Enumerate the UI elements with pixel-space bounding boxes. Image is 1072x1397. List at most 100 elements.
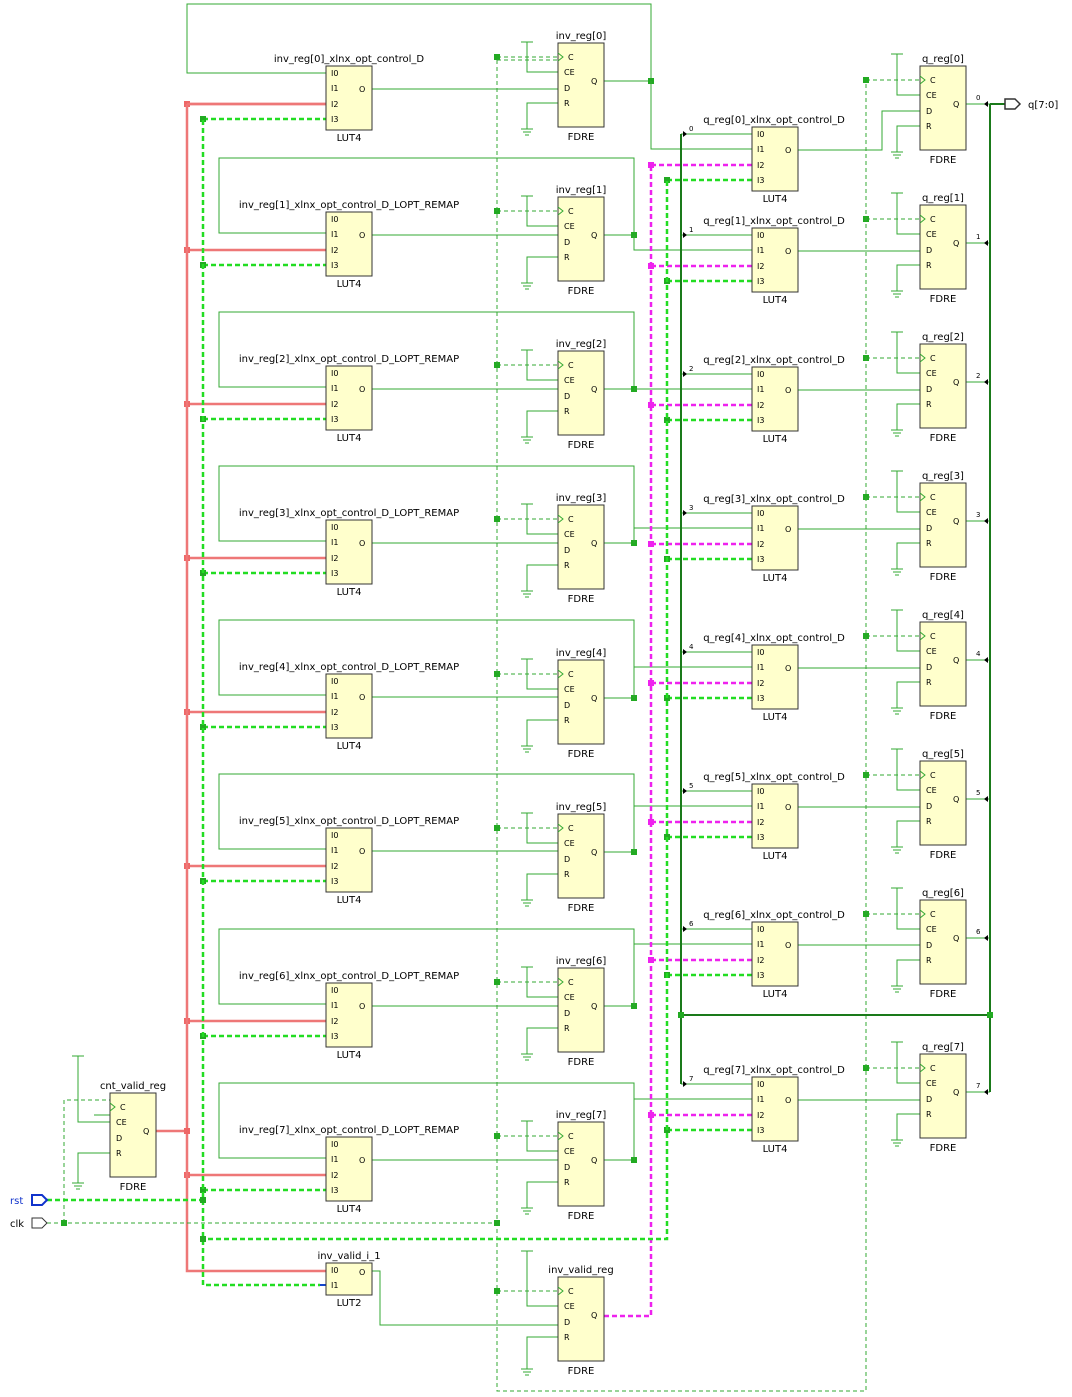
pin-q: Q (591, 1156, 597, 1165)
inv-reg-6-box[interactable] (557, 967, 605, 1053)
inv-lut-4[interactable]: inv_reg[4]_xlnx_opt_control_D_LOPT_REMAP… (239, 662, 459, 752)
bus-tap-icon (683, 1081, 687, 1087)
net-ce-0 (526, 46, 558, 73)
inv-lut-7-box[interactable] (325, 1136, 373, 1202)
net-junction (678, 1012, 684, 1018)
pin-i2: I2 (757, 818, 764, 827)
port-layer: rst clk q[7:0] (10, 98, 1058, 1230)
q-lut-0-box[interactable] (751, 126, 799, 192)
inv-lut-4-box[interactable] (325, 673, 373, 739)
port-clk[interactable]: clk (10, 1217, 48, 1230)
q-reg-1-box[interactable] (919, 204, 967, 290)
inv-lut-5-box[interactable] (325, 827, 373, 893)
pin-i3: I3 (757, 416, 764, 425)
pin-i0: I0 (331, 523, 338, 532)
inv-lut-5[interactable]: inv_reg[5]_xlnx_opt_control_D_LOPT_REMAP… (239, 816, 459, 906)
inv-lut-7[interactable]: inv_reg[7]_xlnx_opt_control_D_LOPT_REMAP… (239, 1125, 459, 1215)
inv-reg-5-name: inv_reg[5] (556, 802, 607, 813)
inv-lut-0[interactable]: inv_reg[0]_xlnx_opt_control_DI0I1I2I3OLU… (274, 54, 425, 144)
input-port-icon[interactable] (31, 1217, 48, 1229)
q-reg-4-box[interactable] (919, 621, 967, 707)
inv-reg-1-box[interactable] (557, 196, 605, 282)
inv-lut-6[interactable]: inv_reg[6]_xlnx_opt_control_D_LOPT_REMAP… (239, 971, 459, 1061)
output-port-icon[interactable] (1004, 98, 1022, 110)
q-reg-7-name: q_reg[7] (922, 1042, 964, 1053)
inv-reg-2-box[interactable] (557, 350, 605, 436)
inv-lut-1-box[interactable] (325, 211, 373, 277)
pin-i1: I1 (757, 246, 764, 255)
pin-i3: I3 (757, 277, 764, 286)
net-feedback-1 (218, 157, 635, 236)
q-reg-0-box[interactable] (919, 65, 967, 151)
pin-c: C (568, 824, 574, 833)
cnt-valid-reg-box[interactable] (109, 1092, 157, 1178)
net-ce-7 (526, 1125, 558, 1152)
inv-lut-0-box[interactable] (325, 65, 373, 131)
inv-reg-0-box[interactable] (557, 42, 605, 128)
inv-lut-3-box[interactable] (325, 519, 373, 585)
pin-i0: I0 (757, 231, 764, 240)
inv-reg-4-box[interactable] (557, 659, 605, 745)
q-lut-3-box[interactable] (751, 505, 799, 571)
inv-reg-7-box[interactable] (557, 1121, 605, 1207)
clock-pin-icon (919, 353, 926, 363)
inv-valid-reg-type: FDRE (568, 1366, 595, 1377)
port-q[interactable]: q[7:0] (1004, 98, 1058, 111)
inv-reg-2-name: inv_reg[2] (556, 339, 607, 350)
inv-lut-2[interactable]: inv_reg[2]_xlnx_opt_control_D_LOPT_REMAP… (239, 354, 459, 444)
inv-lut-6-box[interactable] (325, 982, 373, 1048)
q-lut-2-box[interactable] (751, 366, 799, 432)
q-reg-5-box[interactable] (919, 760, 967, 846)
inv-valid-lut-box[interactable] (325, 1262, 373, 1296)
inv-lut-1[interactable]: inv_reg[1]_xlnx_opt_control_D_LOPT_REMAP… (239, 200, 459, 290)
q-lut-5-box[interactable] (751, 783, 799, 849)
bus-tap-icon (683, 131, 687, 137)
clock-pin-icon (557, 206, 564, 216)
inv-lut-5-name: inv_reg[5]_xlnx_opt_control_D_LOPT_REMAP (239, 816, 459, 827)
inv-reg-5-box[interactable] (557, 813, 605, 899)
q-lut-6-box[interactable] (751, 921, 799, 987)
q-lut-1-box[interactable] (751, 227, 799, 293)
q-lut-4-box[interactable] (751, 644, 799, 710)
q-reg-6-box[interactable] (919, 899, 967, 985)
inv-reg-3-box[interactable] (557, 504, 605, 590)
inv-valid-reg-box[interactable] (557, 1276, 605, 1362)
port-rst[interactable]: rst (10, 1194, 49, 1207)
q-reg-7-box[interactable] (919, 1053, 967, 1139)
inv-lut-2-box[interactable] (325, 365, 373, 431)
pin-i3: I3 (757, 1126, 764, 1135)
q-reg-3-box[interactable] (919, 482, 967, 568)
inv-lut-3[interactable]: inv_reg[3]_xlnx_opt_control_D_LOPT_REMAP… (239, 508, 459, 598)
net-feedback-0 (186, 3, 652, 82)
q-reg-2-box[interactable] (919, 343, 967, 429)
q-lut-7-box[interactable] (751, 1076, 799, 1142)
input-port-icon[interactable] (31, 1194, 49, 1206)
